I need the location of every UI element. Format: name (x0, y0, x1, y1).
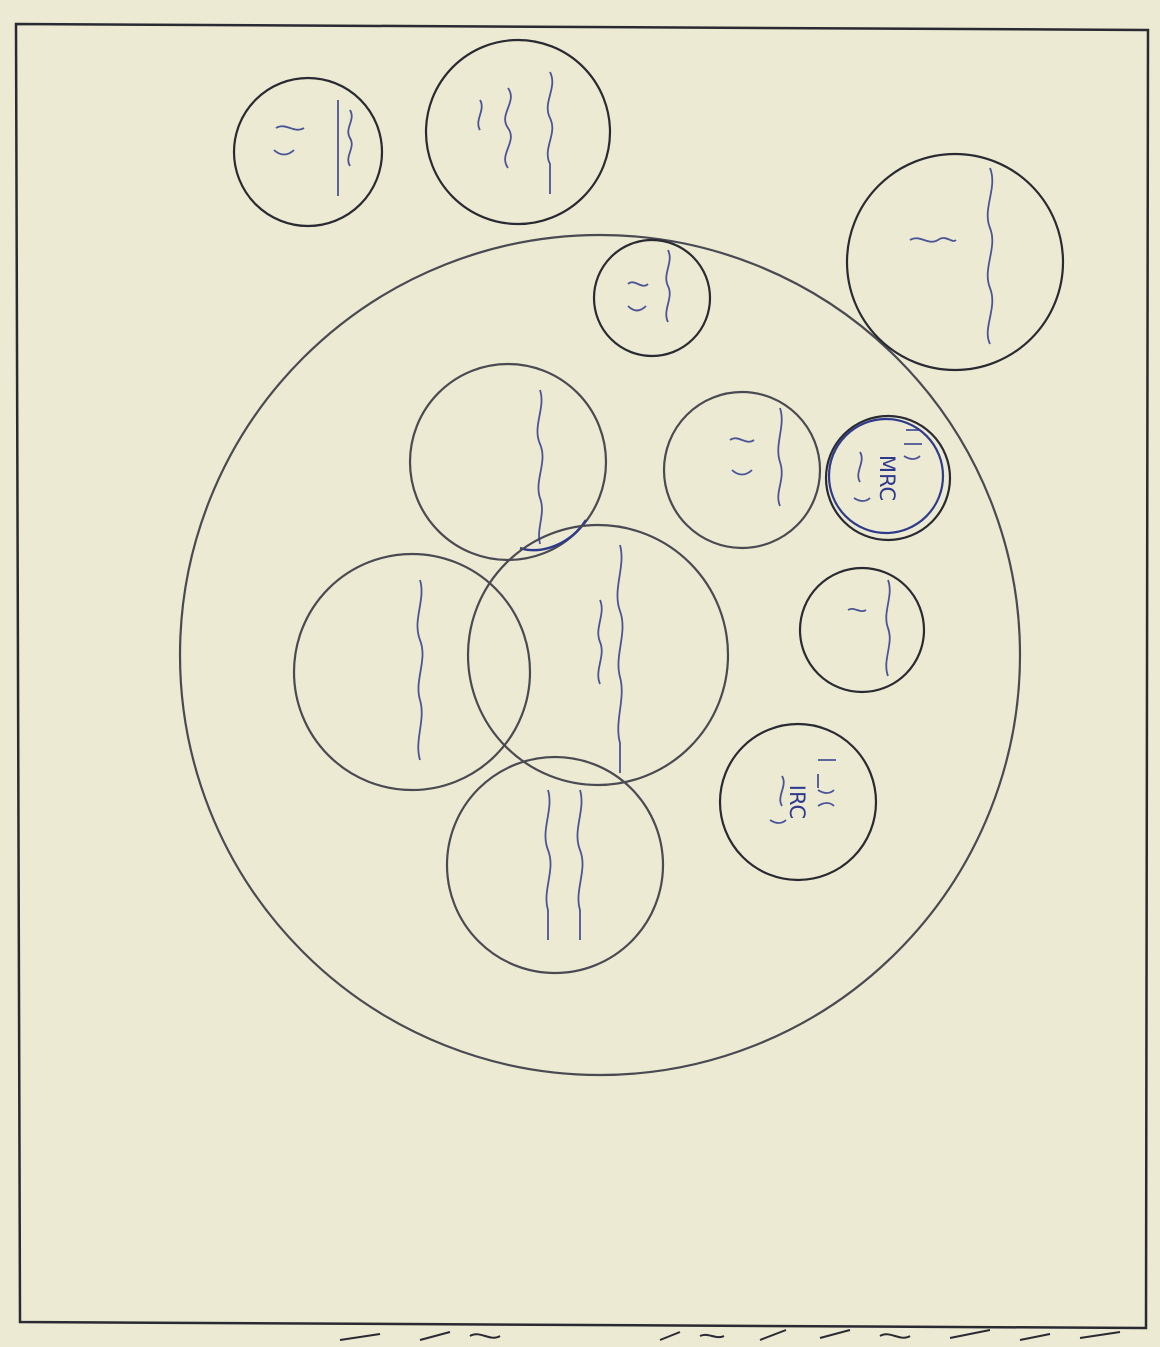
top-left-mid-node (424, 38, 612, 226)
center-node (466, 523, 730, 787)
mrc-node: MRC (824, 414, 952, 542)
irc-node: IRC (718, 722, 878, 882)
outer-ring-circle (178, 233, 1022, 1077)
top-left-small-node (232, 76, 384, 228)
irc-label: IRC (785, 785, 809, 819)
right-mid-node (798, 566, 926, 694)
bottom-node (445, 755, 665, 975)
center-left-node (292, 552, 532, 792)
inner-mid-right-node (662, 390, 822, 550)
top-right-node (845, 152, 1065, 372)
upper-small-node (592, 238, 712, 358)
mrc-label: MRC (875, 455, 899, 501)
frame-border (14, 22, 1150, 1330)
handwriting-marks (273, 71, 994, 940)
footer-marks (339, 1329, 1121, 1341)
